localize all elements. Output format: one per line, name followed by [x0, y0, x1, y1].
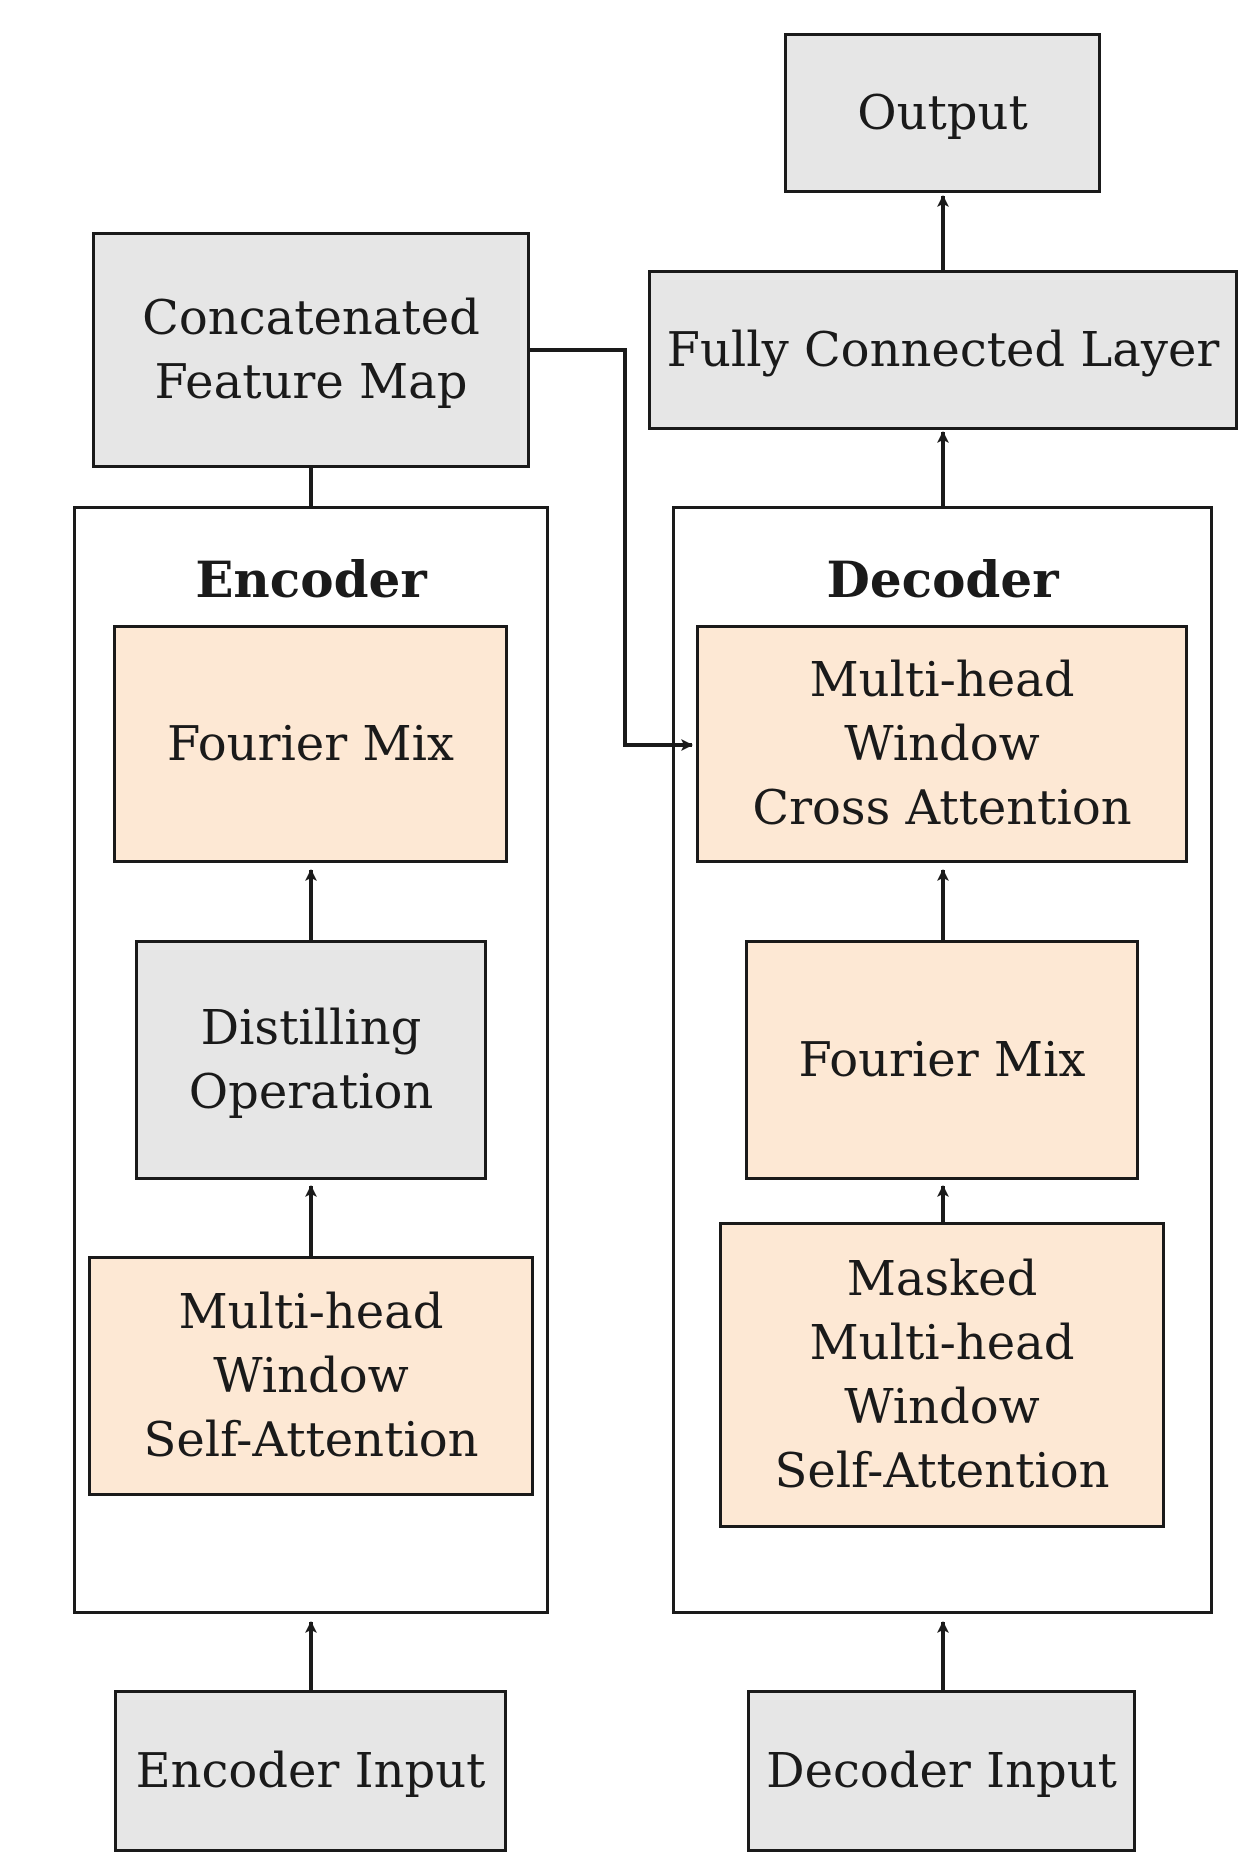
arrow-concat-to-cross-attention: [530, 348, 693, 751]
fully-connected-layer-node: Fully Connected Layer: [648, 270, 1238, 430]
encoder-title: Encoder: [195, 550, 427, 609]
decoder-container: [672, 506, 1213, 1614]
decoder-input-node: Decoder Input: [747, 1690, 1136, 1852]
decoder-masked-self-attention-label: Masked Multi-head Window Self-Attention: [774, 1251, 1110, 1499]
distilling-operation-node: Distilling Operation: [135, 940, 487, 1180]
output-node: Output: [784, 33, 1101, 193]
decoder-fourier-mix-label: Fourier Mix: [798, 1032, 1086, 1088]
encoder-self-attention-node: Multi-head Window Self-Attention: [88, 1256, 534, 1496]
decoder-cross-attention-node: Multi-head Window Cross Attention: [696, 625, 1188, 863]
decoder-cross-attention-label: Multi-head Window Cross Attention: [752, 652, 1132, 836]
decoder-input-label: Decoder Input: [766, 1743, 1117, 1799]
concatenated-feature-map-node: Concatenated Feature Map: [92, 232, 530, 468]
encoder-fourier-mix-node: Fourier Mix: [113, 625, 508, 863]
output-label: Output: [857, 85, 1028, 141]
encoder-input-label: Encoder Input: [135, 1743, 486, 1799]
decoder-title: Decoder: [826, 550, 1059, 609]
concatenated-feature-map-label: Concatenated Feature Map: [142, 290, 480, 410]
fully-connected-layer-label: Fully Connected Layer: [666, 322, 1220, 378]
encoder-container: [73, 506, 549, 1614]
encoder-self-attention-label: Multi-head Window Self-Attention: [143, 1284, 479, 1468]
encoder-fourier-mix-label: Fourier Mix: [167, 716, 454, 772]
decoder-fourier-mix-node: Fourier Mix: [745, 940, 1139, 1180]
distilling-operation-label: Distilling Operation: [188, 1000, 434, 1120]
decoder-masked-self-attention-node: Masked Multi-head Window Self-Attention: [719, 1222, 1165, 1528]
encoder-input-node: Encoder Input: [114, 1690, 507, 1852]
